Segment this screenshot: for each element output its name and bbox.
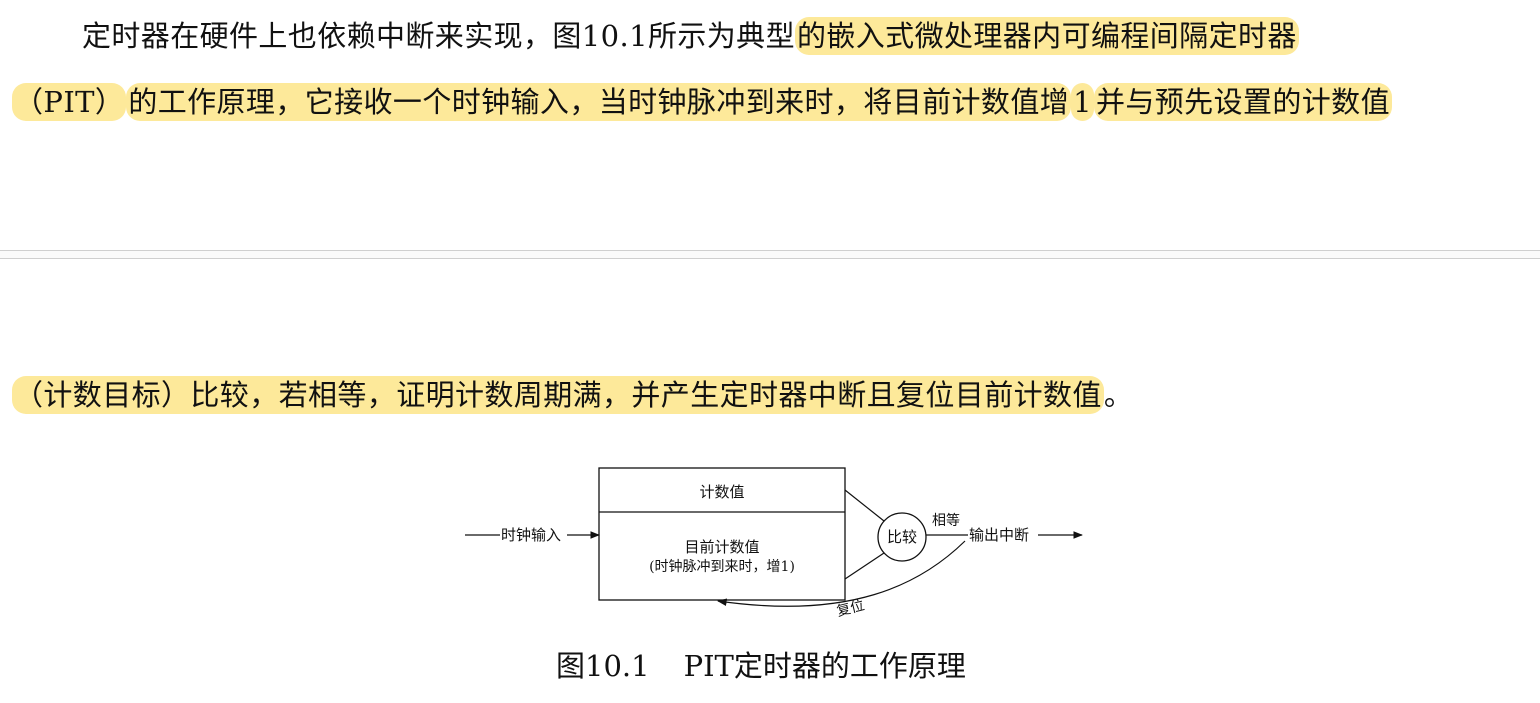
reset-feedback-curve <box>717 540 966 607</box>
figure-caption: 图10.1 PIT定时器的工作原理 <box>556 648 966 684</box>
highlighted-text: 的嵌入式微处理器内可编程间隔定时器 <box>794 17 1299 55</box>
reset-label: 复位 <box>835 597 866 620</box>
compare-line-top <box>844 489 885 522</box>
page-break <box>0 250 1540 259</box>
paragraph-text: 。 <box>1103 378 1134 412</box>
figure-title: PIT定时器的工作原理 <box>683 649 966 683</box>
highlighted-text: 的工作原理，它接收一个时钟输入，当时钟脉冲到来时，将目前计数值增 <box>126 83 1072 121</box>
highlighted-text: 1 <box>1071 83 1094 121</box>
highlighted-text: （计数目标）比较，若相等，证明计数周期满，并产生定时器中断且复位目前计数值 <box>12 376 1104 414</box>
highlighted-text: （PIT） <box>12 83 127 121</box>
clock-input-label: 时钟输入 <box>501 526 561 544</box>
compare-label: 比较 <box>887 528 917 546</box>
figure-number: 图10.1 <box>556 649 650 683</box>
compare-circle <box>877 512 927 562</box>
paragraph-line-1: 定时器在硬件上也依赖中断来实现，图10.1所示为典型的嵌入式微处理器内可编程间隔… <box>82 17 1299 55</box>
paragraph-text: 定时器在硬件上也依赖中断来实现，图10.1所示为典型 <box>82 19 795 53</box>
counter-target-label: 计数值 <box>699 483 744 501</box>
pit-timer-diagram: 计数值 目前计数值 (时钟脉冲到来时，增1) 时钟输入 比较 相等 输出中断 复… <box>450 455 1110 635</box>
highlighted-text: 并与预先设置的计数值 <box>1093 83 1392 121</box>
current-count-note: (时钟脉冲到来时，增1) <box>649 558 795 575</box>
compare-line-bottom <box>844 552 885 580</box>
current-count-label: 目前计数值 <box>684 538 759 556</box>
equal-label: 相等 <box>932 512 960 529</box>
output-interrupt-label: 输出中断 <box>969 526 1029 544</box>
paragraph-line-3: （计数目标）比较，若相等，证明计数周期满，并产生定时器中断且复位目前计数值。 <box>12 376 1134 414</box>
